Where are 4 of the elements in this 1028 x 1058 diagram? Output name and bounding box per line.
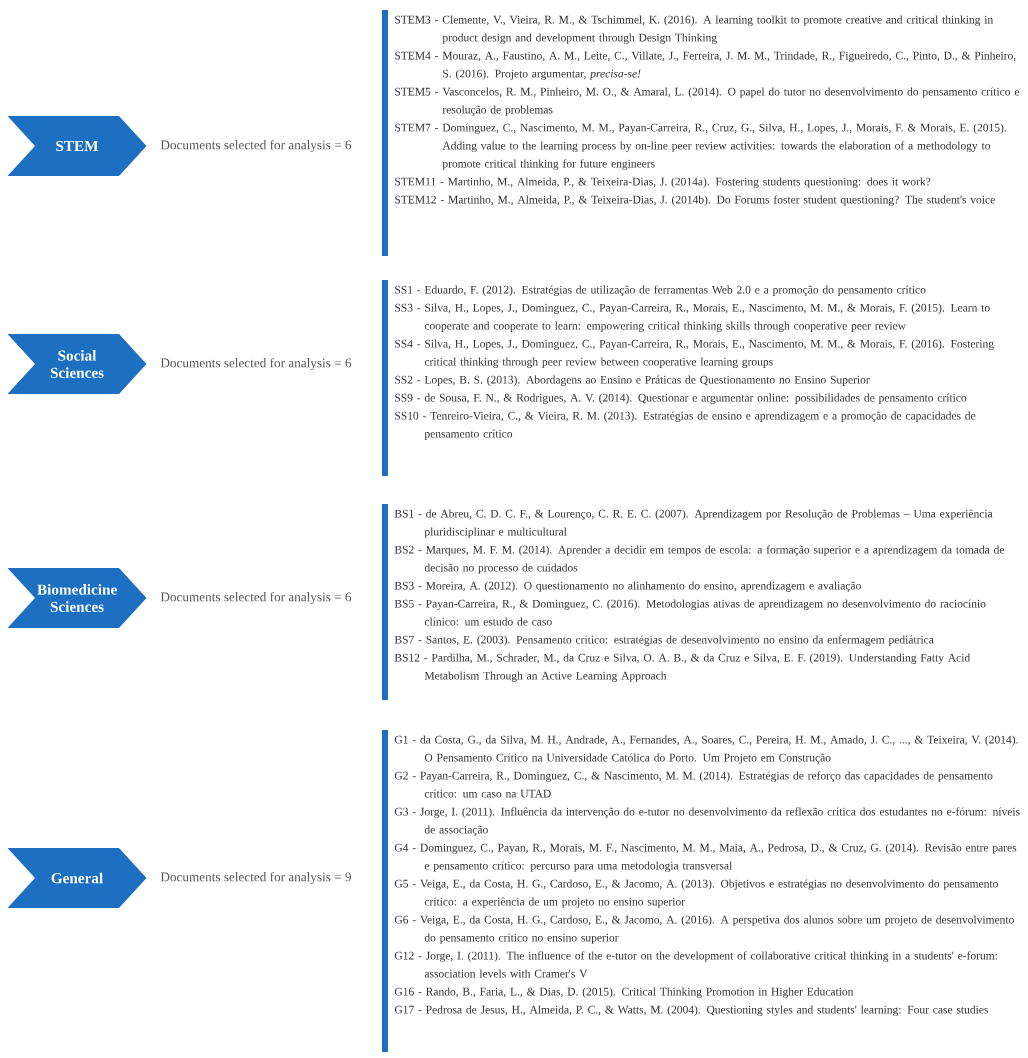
reference-panel [382,730,1020,1052]
reference-panel [382,10,1020,256]
reference-panel [382,280,994,476]
reference-panel [382,504,1004,700]
